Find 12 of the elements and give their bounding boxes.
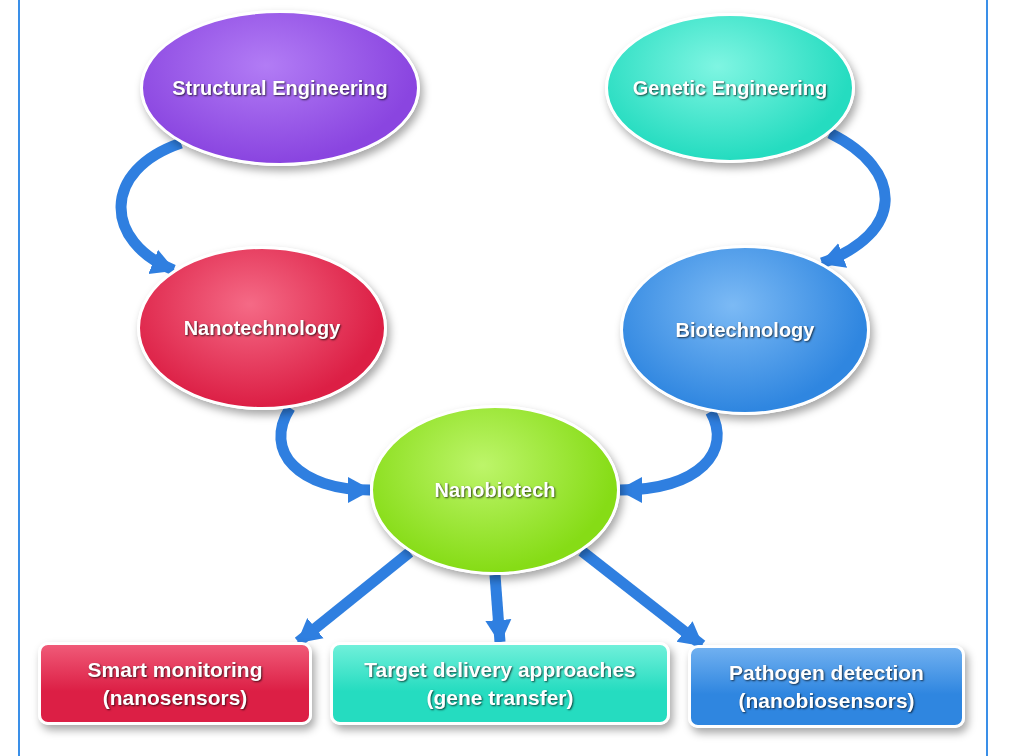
curved-arrow [485,574,512,644]
node-label: Target delivery approaches (gene transfer) [363,657,637,711]
node-label: Nanotechnology [182,316,342,341]
node-label: Nanobiotech [433,478,557,503]
node-label: Smart monitoring (nanosensors) [86,657,264,711]
rounded-box [688,645,965,728]
rounded-box [38,642,312,725]
node-label: Structural Engineering [171,76,389,101]
node-label: Pathogen detection (nanobiosensors) [728,660,925,714]
node-label: Biotechnology [674,318,816,343]
node-label: Genetic Engineering [631,76,829,101]
rounded-box [330,642,670,725]
